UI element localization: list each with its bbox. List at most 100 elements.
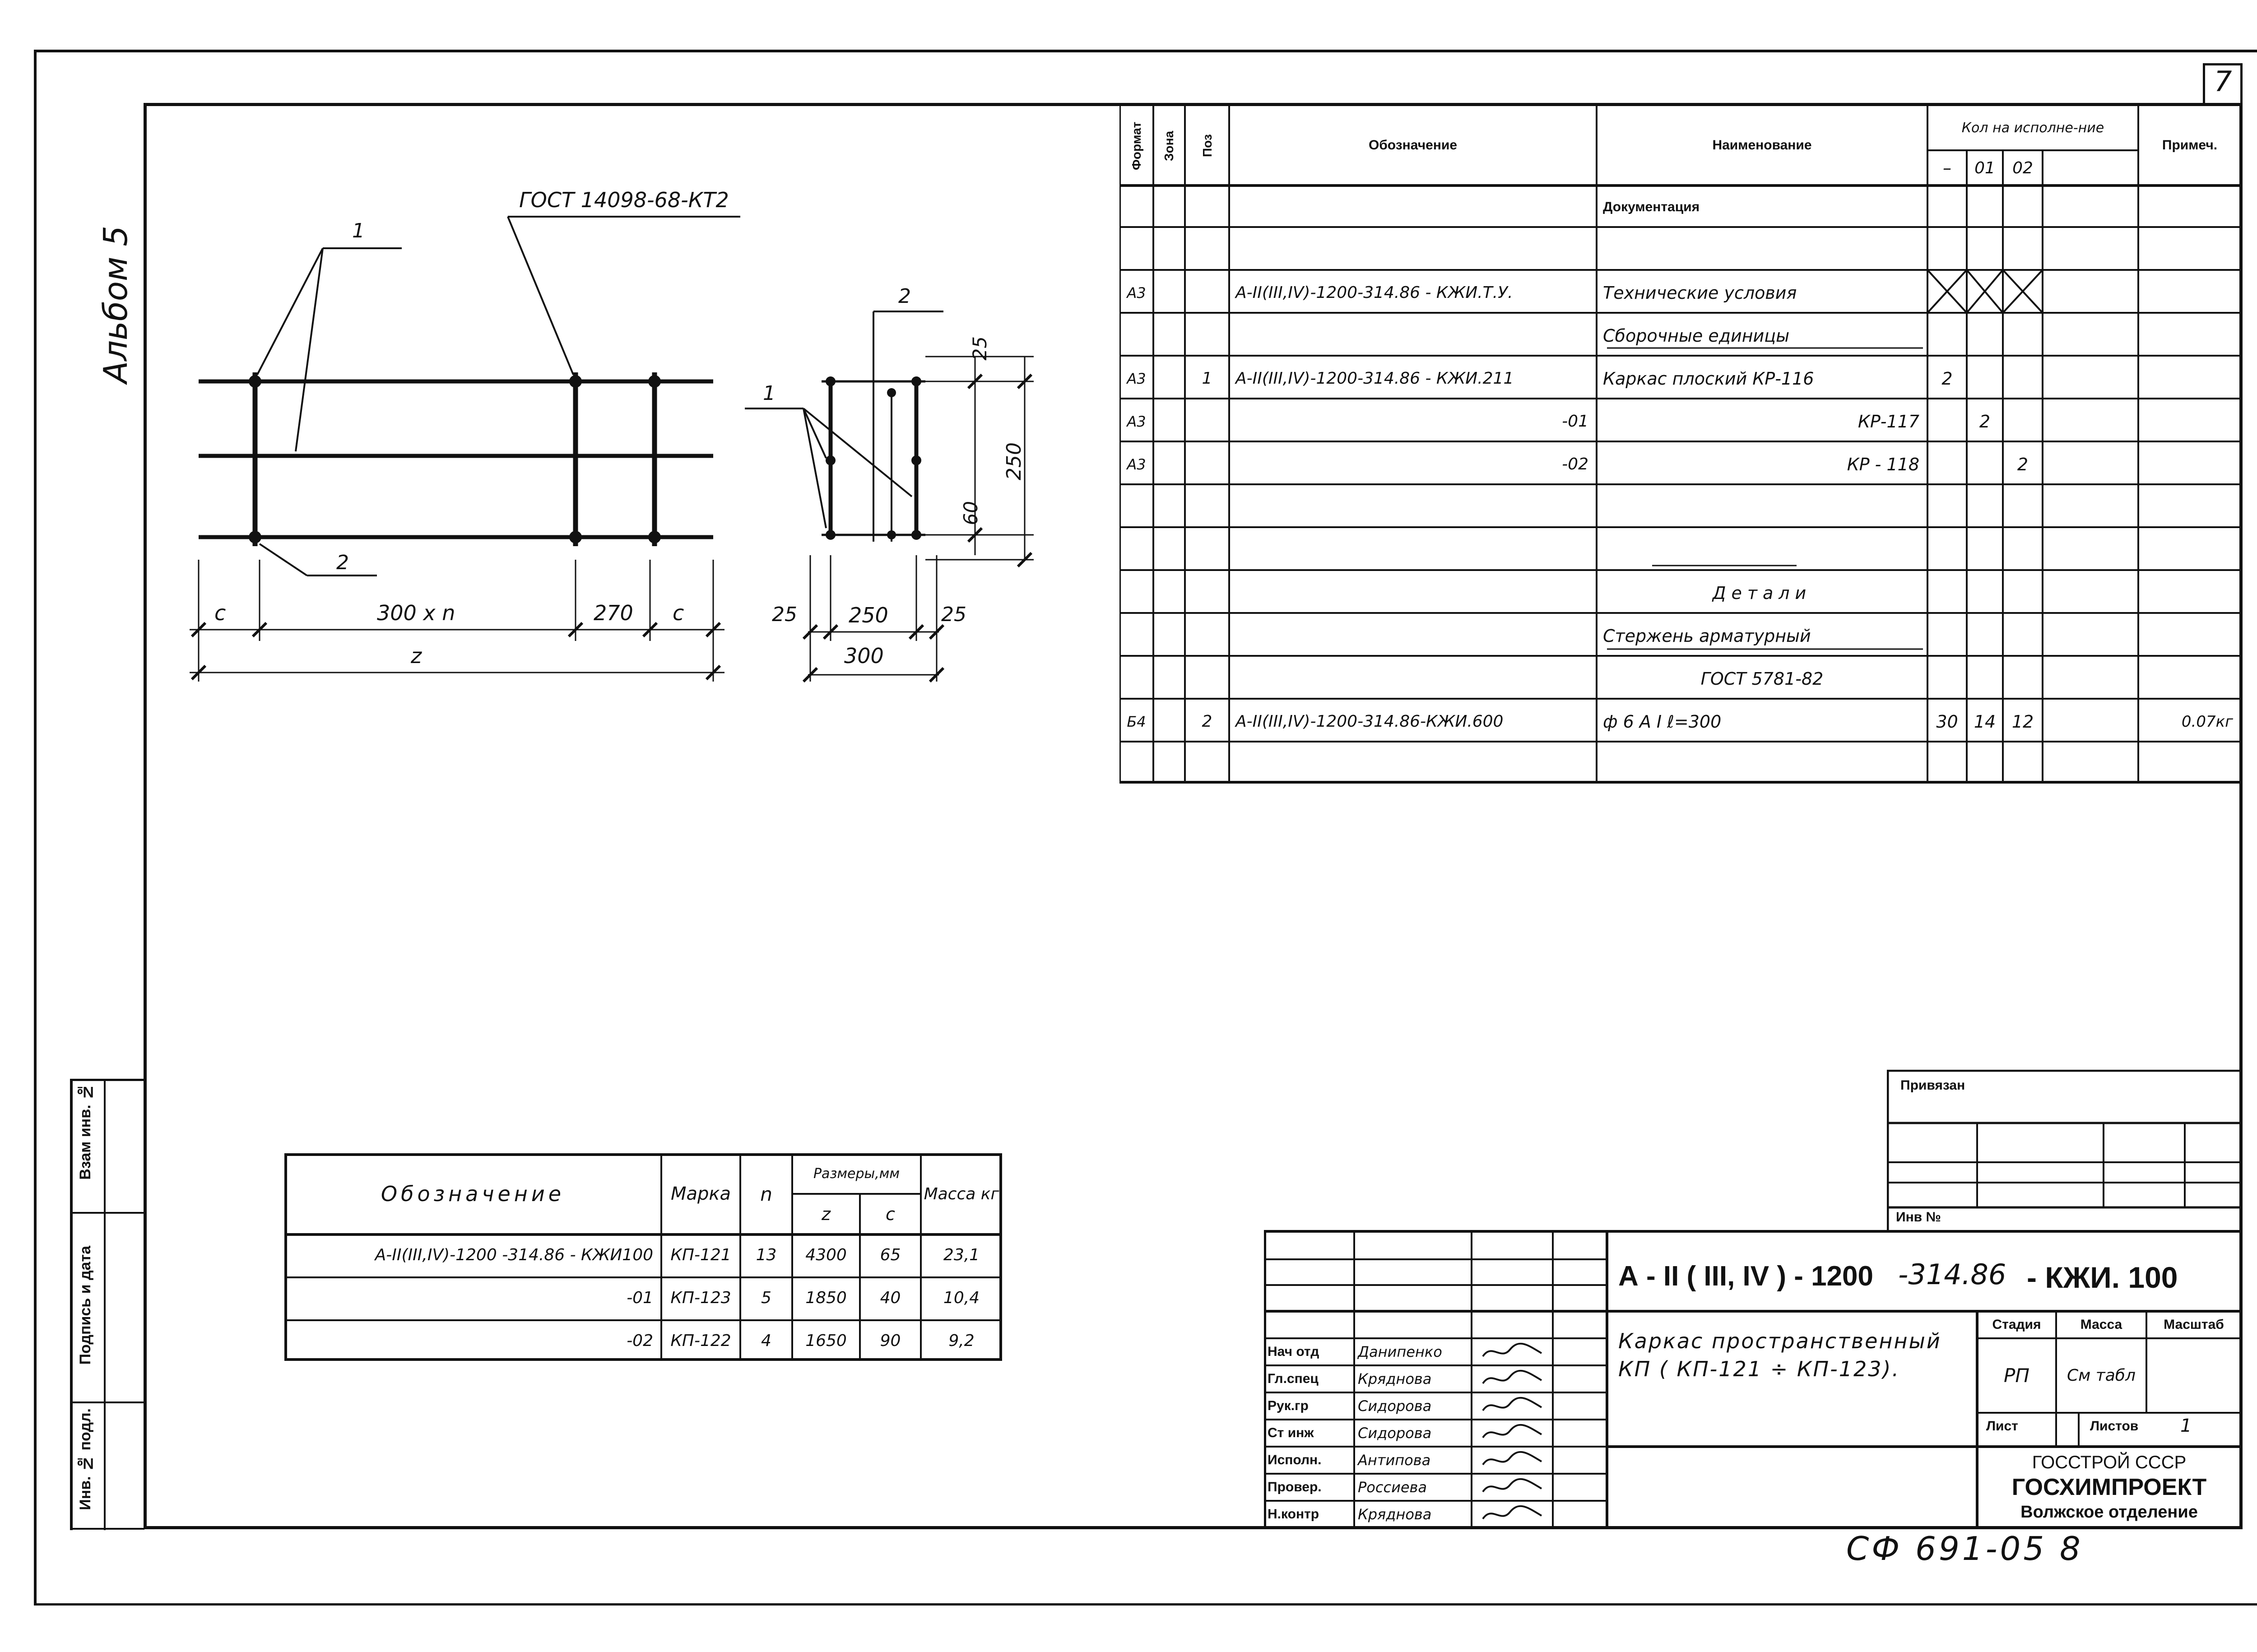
- spec-cell-qty-1: 2: [1979, 411, 1991, 432]
- spec-cell-primech: [2138, 657, 2241, 700]
- spec-cell-format: Б4: [1127, 713, 1146, 730]
- marks-header-oboznachenie: Обозначение: [381, 1182, 565, 1206]
- spec-cell-qty-2: [2003, 228, 2043, 271]
- stadiya-value: РП: [2004, 1364, 2029, 1387]
- staff-name: Данипенко: [1358, 1343, 1442, 1360]
- spec-cell-naimenovanie: [1597, 743, 1927, 786]
- spec-cell-naimenovanie: КР-117: [1858, 411, 1919, 432]
- spec-cell-primech: [2138, 743, 2241, 786]
- spec-cell-qty-2: [2003, 186, 2043, 228]
- spec-cell-qty-0: [1927, 228, 1967, 271]
- spec-cell-naimenovanie: [1597, 228, 1927, 271]
- spec-cell-qty-2: [2003, 271, 2043, 314]
- spec-cell-naimenovanie: Каркас плоский КР-116: [1603, 368, 1814, 389]
- spec-cell-oboznachenie: -01: [1562, 412, 1588, 431]
- spec-cell-naimenovanie: Документация: [1603, 199, 1700, 214]
- page-number-box-left: [2203, 63, 2205, 104]
- marks-cell-massa: 10,4: [943, 1288, 980, 1307]
- spec-cell-qty-0: [1927, 314, 1967, 357]
- spec-cell-primech: [2138, 357, 2241, 400]
- marks-header-razmery: Размеры,мм: [813, 1165, 900, 1182]
- spec-cell-qty-1: [1967, 529, 2003, 571]
- spec-cell-naimenovanie: ГОСТ 5781-82: [1700, 668, 1824, 689]
- spec-cell-oboznachenie: [1229, 186, 1597, 228]
- spec-cell-qty-2: [2003, 400, 2043, 443]
- spec-cell-qty-1: [1967, 571, 2003, 614]
- spec-cell-format: [1119, 228, 1153, 271]
- signature-mark: [1472, 1420, 1553, 1447]
- spec-cell-qty-0: 2: [1941, 368, 1953, 389]
- spec-cell-format: [1119, 657, 1153, 700]
- spec-cell-qty-1: 14: [1974, 711, 1996, 732]
- org-line-3: Волжское отделение: [2020, 1502, 2198, 1522]
- marks-cell-c: 40: [880, 1288, 901, 1307]
- marks-header-c: с: [886, 1204, 895, 1224]
- marks-cell-c: 65: [880, 1245, 901, 1264]
- spec-table: Формат Зона Поз Обозначение Наименование…: [1119, 105, 2241, 784]
- marks-table: Обозначение Марка n Размеры,мм z с Масса…: [284, 1153, 1002, 1361]
- spec-cell-oboznachenie: А-II(III,IV)-1200-314.86-КЖИ.600: [1235, 712, 1504, 731]
- title-stamp-grid: [1264, 1230, 2241, 1528]
- spec-cell-qty-1: [1967, 486, 2003, 529]
- spec-cell-qty-1: [1967, 271, 2003, 314]
- dim-c-left: с: [214, 601, 226, 625]
- spec-cell-naimenovanie: [1597, 529, 1927, 571]
- spec-header-kol-02: 02: [2012, 158, 2033, 177]
- spec-cell-qty-0: 30: [1936, 711, 1958, 732]
- spec-cell-format: А3: [1127, 370, 1146, 387]
- section-dim-60: 60: [960, 501, 982, 525]
- signature-mark: [1472, 1474, 1553, 1501]
- spec-cell-qty-2: [2003, 743, 2043, 786]
- spec-cell-format: А3: [1127, 455, 1146, 473]
- listov-value: 1: [2180, 1415, 2192, 1436]
- side-stamp-top: [70, 1079, 144, 1081]
- footer-code: СФ 691-05 8: [1846, 1530, 2083, 1568]
- section-dim-300: 300: [844, 644, 884, 668]
- spec-cell-qty-1: [1967, 228, 2003, 271]
- section-dim-250-height: 250: [1003, 442, 1026, 480]
- spec-cell-primech: [2138, 443, 2241, 486]
- spec-cell-format: [1119, 529, 1153, 571]
- reinforcement-drawing: [190, 216, 1034, 683]
- spec-cell-poz: [1185, 314, 1229, 357]
- spec-cell-qty-1: [1967, 443, 2003, 486]
- spec-header-zona: Зона: [1162, 130, 1176, 161]
- massa-value: См табл: [2067, 1366, 2136, 1385]
- section-dim-25-right: 25: [941, 603, 966, 626]
- section-leader-1: 1: [763, 382, 776, 405]
- spec-cell-qty-0: [1927, 657, 1967, 700]
- spec-table-grid: [1119, 105, 2241, 784]
- marks-cell-massa: 9,2: [948, 1331, 975, 1350]
- outer-frame-bottom: [34, 1603, 2257, 1606]
- spec-cell-oboznachenie: [1229, 571, 1597, 614]
- masshtab-label: Масштаб: [2164, 1317, 2224, 1332]
- marks-table-grid: [284, 1153, 1002, 1361]
- spec-cell-oboznachenie: А-II(III,IV)-1200-314.86 - КЖИ.211: [1235, 369, 1514, 388]
- side-stamp-div2: [70, 1401, 144, 1403]
- staff-name: Сидорова: [1358, 1425, 1432, 1442]
- spec-cell-qty-2: 12: [2011, 711, 2034, 732]
- signature-mark: [1472, 1501, 1553, 1528]
- signature-mark: [1472, 1392, 1553, 1420]
- staff-name: Антипова: [1358, 1452, 1431, 1469]
- staff-role: Провер.: [1268, 1480, 1322, 1494]
- title-name: Каркас пространственный КП ( КП-121 ÷ КП…: [1618, 1329, 1941, 1381]
- spec-cell-naimenovanie: Детали: [1712, 583, 1812, 603]
- list-label: Лист: [1986, 1419, 2018, 1434]
- spec-cell-oboznachenie: А-II(III,IV)-1200-314.86 - КЖИ.Т.У.: [1235, 283, 1513, 302]
- marks-cell-z: 1650: [805, 1331, 847, 1350]
- marks-cell-c: 90: [880, 1331, 901, 1350]
- spec-cell-primech: [2138, 486, 2241, 529]
- staff-role: Исполн.: [1268, 1452, 1322, 1467]
- staff-role: Рук.гр: [1268, 1398, 1309, 1413]
- spec-cell-oboznachenie: [1229, 314, 1597, 357]
- spec-cell-primech: [2138, 614, 2241, 657]
- marks-header-marka: Марка: [670, 1183, 731, 1204]
- spec-cell-qty-2: [2003, 314, 2043, 357]
- marks-cell-oboznachenie: -02: [627, 1331, 653, 1350]
- spec-cell-qty-1: [1967, 186, 2003, 228]
- marks-cell-z: 1850: [805, 1288, 847, 1307]
- staff-name: Сидорова: [1358, 1397, 1432, 1415]
- page-number-box-right: [2240, 63, 2243, 104]
- spec-cell-oboznachenie: [1229, 486, 1597, 529]
